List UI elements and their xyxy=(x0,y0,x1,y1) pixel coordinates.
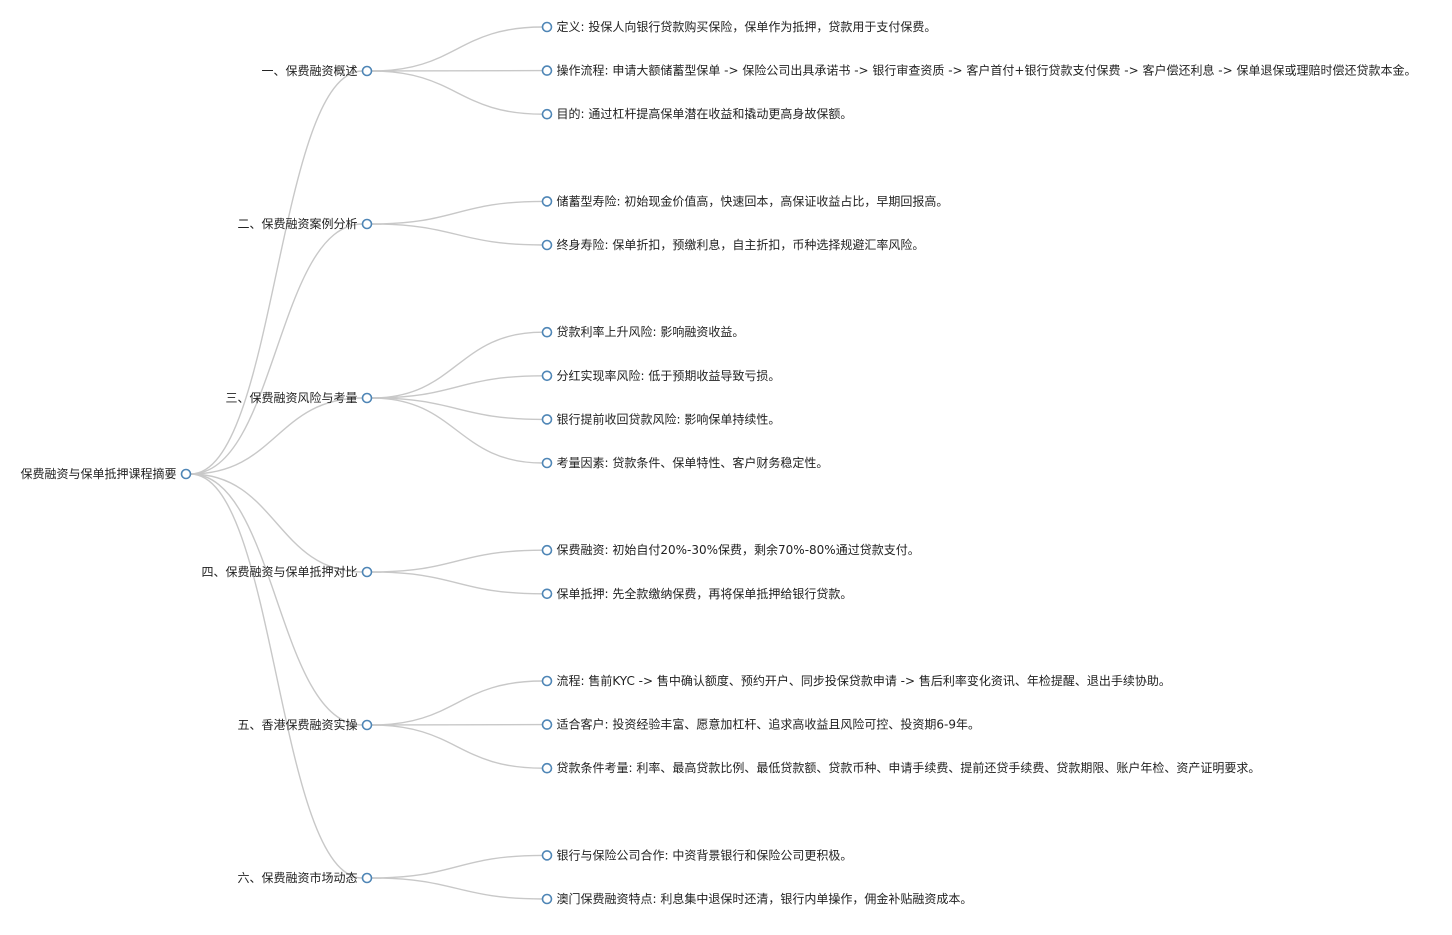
leaf-node-3-4-label: 考量因素: 贷款条件、保单特性、客户财务稳定性。 xyxy=(557,455,829,470)
branch-node-5-toggle-circle[interactable] xyxy=(361,719,373,731)
branch-node-6[interactable]: 六、保费融资市场动态 xyxy=(237,870,373,885)
branch-node-1[interactable]: 一、保费融资概述 xyxy=(261,64,373,78)
leaf-node-1-3-toggle-circle[interactable] xyxy=(541,108,553,120)
link-branch-3-leaf-2 xyxy=(371,375,543,399)
link-root-branch-1 xyxy=(190,70,363,475)
leaf-node-3-2-label: 分红实现率风险: 低于预期收益导致亏损。 xyxy=(557,368,781,383)
branch-node-4-label: 四、保费融资与保单抵押对比 xyxy=(201,565,357,579)
leaf-node-6-2-toggle-circle[interactable] xyxy=(541,893,553,905)
leaf-node-2-1-label: 储蓄型寿险: 初始现金价值高，快速回本，高保证收益占比，早期回报高。 xyxy=(557,193,949,208)
leaf-node-3-4-toggle-circle[interactable] xyxy=(541,457,553,469)
leaf-node-4-1-label: 保费融资: 初始自付20%-30%保费，剩余70%-80%通过贷款支付。 xyxy=(557,542,920,557)
leaf-node-6-1[interactable]: 银行与保险公司合作: 中资背景银行和保险公司更积极。 xyxy=(541,847,853,862)
leaf-node-2-1[interactable]: 储蓄型寿险: 初始现金价值高，快速回本，高保证收益占比，早期回报高。 xyxy=(541,193,949,208)
branch-node-6-label: 六、保费融资市场动态 xyxy=(237,870,357,885)
branch-node-4[interactable]: 四、保费融资与保单抵押对比 xyxy=(201,565,373,579)
leaf-node-4-2-label: 保单抵押: 先全款缴纳保费，再将保单抵押给银行贷款。 xyxy=(557,586,853,601)
leaf-node-6-1-toggle-circle[interactable] xyxy=(541,850,553,861)
leaf-node-4-2-toggle-circle[interactable] xyxy=(541,588,553,600)
link-root-branch-6 xyxy=(190,473,363,879)
link-branch-5-leaf-3 xyxy=(371,724,543,769)
leaf-node-3-3-toggle-circle[interactable] xyxy=(541,414,553,425)
branch-node-6-toggle-circle[interactable] xyxy=(361,872,373,884)
branch-node-2-label: 二、保费融资案例分析 xyxy=(237,216,357,231)
leaf-node-4-2[interactable]: 保单抵押: 先全款缴纳保费，再将保单抵押给银行贷款。 xyxy=(541,586,853,601)
leaf-node-3-1-label: 贷款利率上升风险: 影响融资收益。 xyxy=(557,324,745,339)
leaf-node-5-1-toggle-circle[interactable] xyxy=(541,675,553,687)
leaf-node-1-3[interactable]: 目的: 通过杠杆提高保单潜在收益和撬动更高身故保额。 xyxy=(541,106,853,121)
link-branch-2-leaf-2 xyxy=(371,223,543,246)
branch-node-5-label: 五、香港保费融资实操 xyxy=(237,717,357,732)
branch-node-3[interactable]: 三、保费融资风险与考量 xyxy=(225,390,373,405)
leaf-node-1-1-label: 定义: 投保人向银行贷款购买保险，保单作为抵押，贷款用于支付保费。 xyxy=(557,19,937,34)
leaf-node-5-2-toggle-circle[interactable] xyxy=(541,719,553,730)
branch-node-3-toggle-circle[interactable] xyxy=(361,392,373,404)
branch-node-5[interactable]: 五、香港保费融资实操 xyxy=(237,717,373,732)
leaf-node-5-3-toggle-circle[interactable] xyxy=(541,762,553,774)
leaf-node-1-1-toggle-circle[interactable] xyxy=(541,21,553,33)
root-node[interactable]: 保费融资与保单抵押课程摘要 xyxy=(20,466,192,481)
link-branch-5-leaf-1 xyxy=(371,680,543,726)
leaf-node-5-3[interactable]: 贷款条件考量: 利率、最高贷款比例、最低贷款额、贷款币种、申请手续费、提前还贷手… xyxy=(541,760,1261,775)
leaf-node-2-2[interactable]: 终身寿险: 保单折扣，预缴利息，自主折扣，币种选择规避汇率风险。 xyxy=(541,237,925,252)
leaf-node-6-1-label: 银行与保险公司合作: 中资背景银行和保险公司更积极。 xyxy=(557,847,853,862)
leaf-node-1-2-toggle-circle[interactable] xyxy=(541,65,553,76)
leaf-node-1-1[interactable]: 定义: 投保人向银行贷款购买保险，保单作为抵押，贷款用于支付保费。 xyxy=(541,19,937,34)
leaf-node-3-4[interactable]: 考量因素: 贷款条件、保单特性、客户财务稳定性。 xyxy=(541,455,829,470)
mindmap-nodes: 保费融资与保单抵押课程摘要 一、保费融资概述 定义: 投保人向银行贷款购买保险，保单… xyxy=(20,19,1416,906)
leaf-node-2-2-label: 终身寿险: 保单折扣，预缴利息，自主折扣，币种选择规避汇率风险。 xyxy=(557,237,925,252)
link-branch-2-leaf-1 xyxy=(371,200,543,225)
leaf-node-1-2[interactable]: 操作流程: 申请大额储蓄型保单 -> 保险公司出具承诺书 -> 银行审查资质 -… xyxy=(541,63,1417,78)
branch-node-2-toggle-circle[interactable] xyxy=(361,218,373,230)
leaf-node-6-2-label: 澳门保费融资特点: 利息集中退保时还清，银行内单操作，佣金补贴融资成本。 xyxy=(557,891,973,906)
leaf-node-4-1[interactable]: 保费融资: 初始自付20%-30%保费，剩余70%-80%通过贷款支付。 xyxy=(541,542,920,557)
root-node-label: 保费融资与保单抵押课程摘要 xyxy=(20,466,176,481)
leaf-node-1-3-label: 目的: 通过杠杆提高保单潜在收益和撬动更高身故保额。 xyxy=(557,106,853,121)
leaf-node-5-3-label: 贷款条件考量: 利率、最高贷款比例、最低贷款额、贷款币种、申请手续费、提前还贷手… xyxy=(557,760,1261,775)
mindmap-links xyxy=(190,26,543,900)
leaf-node-3-2[interactable]: 分红实现率风险: 低于预期收益导致亏损。 xyxy=(541,368,781,383)
root-node-toggle-circle[interactable] xyxy=(180,468,192,480)
link-root-branch-2 xyxy=(190,223,363,475)
leaf-node-4-1-toggle-circle[interactable] xyxy=(541,544,553,556)
leaf-node-3-2-toggle-circle[interactable] xyxy=(541,370,553,382)
link-branch-3-leaf-1 xyxy=(371,331,543,399)
leaf-node-5-2[interactable]: 适合客户: 投资经验丰富、愿意加杠杆、追求高收益且风险可控、投资期6-9年。 xyxy=(541,717,980,732)
link-root-branch-5 xyxy=(190,473,363,726)
leaf-node-5-2-label: 适合客户: 投资经验丰富、愿意加杠杆、追求高收益且风险可控、投资期6-9年。 xyxy=(557,717,980,732)
leaf-node-5-1-label: 流程: 售前KYC -> 售中确认额度、预约开户、同步投保贷款申请 -> 售后利… xyxy=(557,673,1171,688)
leaf-node-1-2-label: 操作流程: 申请大额储蓄型保单 -> 保险公司出具承诺书 -> 银行审查资质 -… xyxy=(557,63,1417,78)
leaf-node-2-1-toggle-circle[interactable] xyxy=(541,196,553,207)
leaf-node-6-2[interactable]: 澳门保费融资特点: 利息集中退保时还清，银行内单操作，佣金补贴融资成本。 xyxy=(541,891,973,906)
leaf-node-3-3[interactable]: 银行提前收回贷款风险: 影响保单持续性。 xyxy=(541,411,781,426)
link-branch-3-leaf-3 xyxy=(371,397,543,421)
link-branch-1-leaf-1 xyxy=(371,26,543,72)
leaf-node-2-2-toggle-circle[interactable] xyxy=(541,239,553,251)
link-branch-6-leaf-1 xyxy=(371,854,543,879)
branch-node-1-toggle-circle[interactable] xyxy=(361,65,373,77)
link-branch-4-leaf-2 xyxy=(371,571,543,595)
link-branch-3-leaf-4 xyxy=(371,397,543,464)
link-branch-4-leaf-1 xyxy=(371,549,543,573)
branch-node-2[interactable]: 二、保费融资案例分析 xyxy=(237,216,373,231)
link-root-branch-4 xyxy=(190,473,363,573)
leaf-node-5-1[interactable]: 流程: 售前KYC -> 售中确认额度、预约开户、同步投保贷款申请 -> 售后利… xyxy=(541,673,1171,688)
branch-node-1-label: 一、保费融资概述 xyxy=(261,64,357,78)
link-branch-1-leaf-3 xyxy=(371,70,543,115)
branch-node-4-toggle-circle[interactable] xyxy=(361,566,373,578)
branch-node-3-label: 三、保费融资风险与考量 xyxy=(225,390,357,405)
leaf-node-3-3-label: 银行提前收回贷款风险: 影响保单持续性。 xyxy=(557,411,781,426)
link-root-branch-3 xyxy=(190,397,363,475)
link-branch-6-leaf-2 xyxy=(371,877,543,900)
leaf-node-3-1[interactable]: 贷款利率上升风险: 影响融资收益。 xyxy=(541,324,745,339)
leaf-node-3-1-toggle-circle[interactable] xyxy=(541,326,553,338)
